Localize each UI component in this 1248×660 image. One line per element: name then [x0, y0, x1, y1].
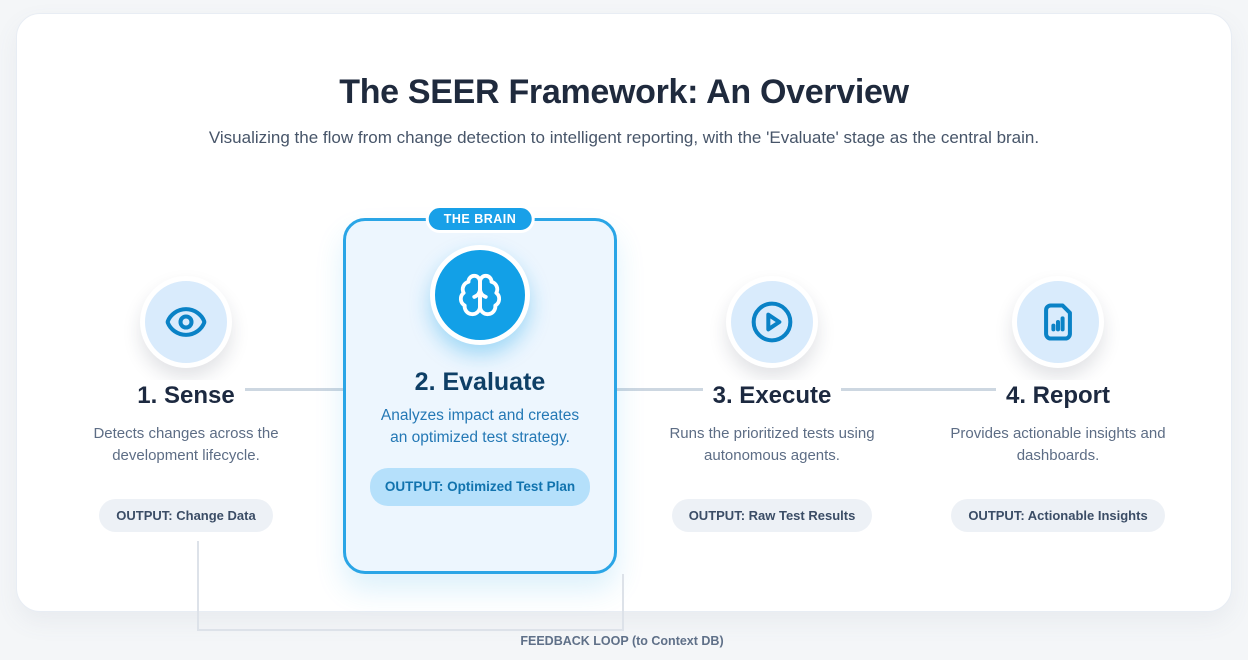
- stage-report-output-badge: OUTPUT: Actionable Insights: [951, 498, 1165, 533]
- stage-evaluate-heading: 2. Evaluate: [414, 368, 546, 396]
- feedback-line-left: [197, 541, 199, 630]
- report-icon-circle: [1012, 276, 1104, 368]
- evaluate-icon-circle: [430, 245, 530, 345]
- stage-report-description: Provides actionable insights and dashboa…: [950, 424, 1166, 464]
- stage-execute-description: Runs the prioritized tests using autonom…: [669, 424, 875, 464]
- page-subtitle: Visualizing the flow from change detecti…: [208, 128, 1040, 147]
- circle-play-icon: [750, 300, 794, 344]
- feedback-line-bottom: [197, 629, 624, 631]
- sense-icon-circle: [140, 276, 232, 368]
- stage-report-heading: 4. Report: [995, 380, 1120, 413]
- page-title: The SEER Framework: An Overview: [339, 72, 909, 111]
- brain-icon: [457, 272, 503, 318]
- eye-icon: [164, 300, 208, 344]
- feedback-line-right: [622, 574, 624, 629]
- the-brain-badge: THE BRAIN: [425, 205, 535, 233]
- flow-connector-line: [186, 388, 1058, 391]
- stage-sense: 1. Sense Detects changes across the deve…: [61, 276, 311, 533]
- stage-report: 4. Report Provides actionable insights a…: [933, 276, 1183, 533]
- stage-sense-heading: 1. Sense: [127, 380, 245, 413]
- stage-evaluate-output-badge: OUTPUT: Optimized Test Plan: [370, 467, 590, 506]
- stage-execute: 3. Execute Runs the prioritized tests us…: [647, 276, 897, 533]
- stage-sense-description: Detects changes across the development l…: [93, 424, 279, 464]
- stage-execute-output-badge: OUTPUT: Raw Test Results: [671, 498, 873, 533]
- stage-execute-heading: 3. Execute: [702, 380, 842, 413]
- stage-sense-output-badge: OUTPUT: Change Data: [99, 498, 273, 533]
- feedback-loop-label: FEEDBACK LOOP (to Context DB): [520, 634, 724, 648]
- stage-evaluate-card: THE BRAIN 2. Evaluate Analyzes impact an…: [343, 205, 617, 574]
- file-chart-icon: [1036, 300, 1080, 344]
- execute-icon-circle: [726, 276, 818, 368]
- stage-evaluate-description: Analyzes impact and creates an optimized…: [380, 407, 580, 447]
